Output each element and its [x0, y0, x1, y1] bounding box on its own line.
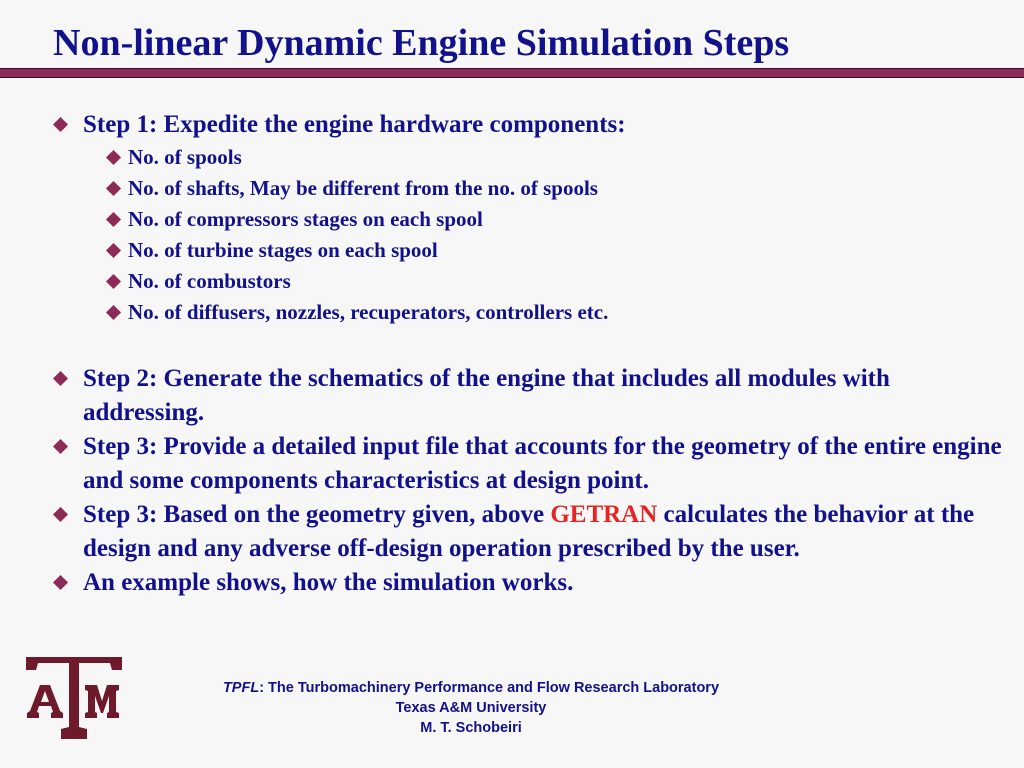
step-2-item: Step 2: Generate the schematics of the e…: [52, 362, 1012, 430]
step-3-input-text: Step 3: Provide a detailed input file th…: [83, 433, 1002, 494]
title-divider: [0, 68, 1024, 78]
diamond-bullet-icon: [105, 273, 122, 290]
diamond-bullet-icon: [52, 116, 69, 133]
step-2-text: Step 2: Generate the schematics of the e…: [83, 365, 890, 426]
footer: TPFL: The Turbomachinery Performance and…: [160, 678, 782, 738]
sub-item-shafts: No. of shafts, May be different from the…: [52, 173, 1012, 204]
diamond-bullet-icon: [52, 574, 69, 591]
slide-title: Non-linear Dynamic Engine Simulation Ste…: [53, 22, 790, 64]
spacer: [52, 328, 1012, 362]
diamond-bullet-icon: [105, 304, 122, 321]
diamond-bullet-icon: [105, 180, 122, 197]
diamond-bullet-icon: [105, 242, 122, 259]
sub-item-combustors: No. of combustors: [52, 266, 1012, 297]
sub-item-diffusers: No. of diffusers, nozzles, recuperators,…: [52, 297, 1012, 328]
sub-item-text: No. of compressors stages on each spool: [128, 207, 483, 231]
example-text: An example shows, how the simulation wor…: [83, 569, 574, 596]
step-1-item: Step 1: Expedite the engine hardware com…: [52, 108, 1012, 142]
step-3-getran-item: Step 3: Based on the geometry given, abo…: [52, 498, 1012, 566]
sub-item-text: No. of spools: [128, 145, 242, 169]
diamond-bullet-icon: [52, 370, 69, 387]
step-1-heading: Step 1: Expedite the engine hardware com…: [83, 111, 626, 138]
diamond-bullet-icon: [52, 506, 69, 523]
footer-university: Texas A&M University: [395, 700, 547, 716]
sub-item-compressors: No. of compressors stages on each spool: [52, 204, 1012, 235]
footer-author: M. T. Schobeiri: [420, 720, 522, 736]
sub-item-text: No. of diffusers, nozzles, recuperators,…: [128, 300, 609, 324]
footer-lab-name: : The Turbomachinery Performance and Flo…: [259, 680, 720, 696]
footer-abbr: TPFL: [222, 680, 260, 696]
getran-highlight: GETRAN: [550, 501, 658, 528]
diamond-bullet-icon: [52, 438, 69, 455]
sub-item-spools: No. of spools: [52, 142, 1012, 173]
example-item: An example shows, how the simulation wor…: [52, 566, 1012, 600]
step-3-getran-after: calculates the behavior at the design an…: [83, 501, 975, 562]
sub-item-text: No. of turbine stages on each spool: [128, 238, 438, 262]
step-3-getran-before: Step 3: Based on the geometry given, abo…: [83, 501, 551, 528]
footer-lab-line: TPFL: The Turbomachinery Performance and…: [160, 678, 782, 698]
sub-item-text: No. of combustors: [128, 269, 291, 293]
slide-content: Step 1: Expedite the engine hardware com…: [52, 108, 1012, 600]
sub-item-turbines: No. of turbine stages on each spool: [52, 235, 1012, 266]
step-3-input-item: Step 3: Provide a detailed input file th…: [52, 430, 1012, 498]
step-3-getran-text: Step 3: Based on the geometry given, abo…: [83, 498, 1012, 566]
diamond-bullet-icon: [105, 149, 122, 166]
diamond-bullet-icon: [105, 211, 122, 228]
sub-item-text: No. of shafts, May be different from the…: [128, 176, 598, 200]
atm-logo: [26, 657, 122, 739]
